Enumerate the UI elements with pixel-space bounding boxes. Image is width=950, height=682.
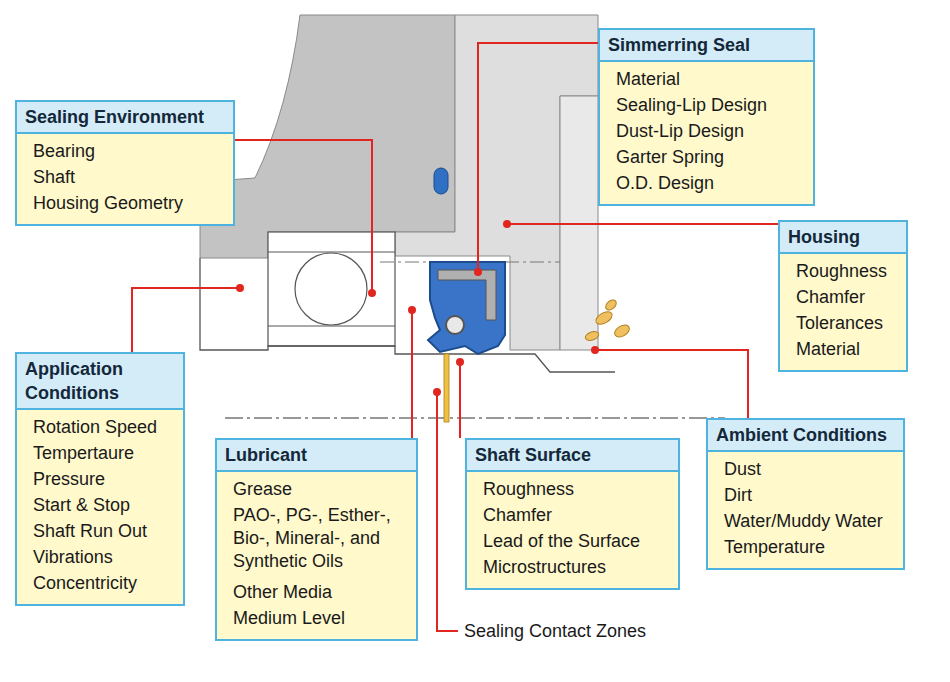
leader-dot — [591, 346, 599, 354]
list-item: Tolerances — [796, 310, 898, 336]
box-body: MaterialSealing-Lip DesignDust-Lip Desig… — [598, 62, 815, 206]
callout-box: HousingRoughnessChamferTolerancesMateria… — [778, 220, 908, 372]
list-item: Material — [796, 336, 898, 362]
leader-line — [595, 350, 748, 418]
list-item: Pressure — [33, 466, 175, 492]
callout-box: Shaft SurfaceRoughnessChamferLead of the… — [465, 438, 680, 590]
center-line — [225, 417, 725, 418]
leader-line — [411, 310, 413, 438]
list-item: Temperature — [724, 534, 895, 560]
leader-line — [459, 362, 461, 438]
list-item: Bearing — [33, 138, 225, 164]
list-item: Chamfer — [796, 284, 898, 310]
list-item: Housing Geometry — [33, 190, 225, 216]
box-heading: Ambient Conditions — [706, 418, 905, 452]
list-item: Start & Stop — [33, 492, 175, 518]
leader-dot — [474, 268, 482, 276]
callout-box: Sealing EnvironmentBearingShaftHousing G… — [15, 100, 235, 226]
callout-label: Sealing Contact Zones — [462, 620, 648, 642]
leader-line — [437, 392, 458, 631]
list-item: Material — [616, 66, 805, 92]
dust-particle — [604, 298, 618, 312]
box-body: GreasePAO-, PG-, Esther-, Bio-, Mineral-… — [215, 472, 418, 641]
list-item: Chamfer — [483, 502, 670, 528]
leader-line — [507, 223, 778, 225]
list-item: PAO-, PG-, Esther-, Bio-, Mineral-, and … — [233, 504, 408, 573]
list-item: Dust-Lip Design — [616, 118, 805, 144]
list-item: Dirt — [724, 482, 895, 508]
list-item: Shaft — [33, 164, 225, 190]
list-item: Other Media — [233, 579, 408, 605]
list-item: Garter Spring — [616, 144, 805, 170]
garter-spring — [446, 316, 464, 334]
leader-dot — [368, 289, 376, 297]
leader-line — [132, 288, 240, 352]
list-item: Shaft Run Out — [33, 518, 175, 544]
leader-dot — [433, 388, 441, 396]
list-item: Roughness — [796, 258, 898, 284]
list-item: Rotation Speed — [33, 414, 175, 440]
housing — [200, 15, 455, 258]
dust-particle — [584, 330, 600, 342]
simmerring-seal — [428, 262, 505, 354]
box-body: RoughnessChamferLead of the SurfaceMicro… — [465, 472, 680, 590]
list-item: Water/Muddy Water — [724, 508, 895, 534]
leader-dot — [503, 220, 511, 228]
list-item: Concentricity — [33, 570, 175, 596]
o-ring — [434, 168, 448, 194]
box-body: BearingShaftHousing Geometry — [15, 134, 235, 226]
box-heading: Simmerring Seal — [598, 28, 815, 62]
list-item: Roughness — [483, 476, 670, 502]
list-item: Grease — [233, 476, 408, 502]
seal-carrier — [395, 15, 598, 350]
list-item: Dust — [724, 456, 895, 482]
box-body: RoughnessChamferTolerancesMaterial — [778, 254, 908, 372]
dust-particle — [594, 309, 615, 327]
box-heading: Sealing Environment — [15, 100, 235, 134]
list-item: Tempertaure — [33, 440, 175, 466]
seal-insert — [438, 270, 496, 320]
box-heading: Housing — [778, 220, 908, 254]
box-heading: Shaft Surface — [465, 438, 680, 472]
list-item: Microstructures — [483, 554, 670, 580]
box-body: Rotation SpeedTempertaurePressureStart &… — [15, 410, 185, 606]
list-item: Sealing-Lip Design — [616, 92, 805, 118]
leader-dot — [236, 284, 244, 292]
callout-box: Ambient ConditionsDustDirtWater/Muddy Wa… — [706, 418, 905, 570]
box-body: DustDirtWater/Muddy WaterTemperature — [706, 452, 905, 570]
bearing — [268, 232, 395, 346]
leader-line — [235, 140, 372, 293]
list-item: Lead of the Surface — [483, 528, 670, 554]
list-item: Vibrations — [33, 544, 175, 570]
shaft — [200, 258, 615, 372]
leader-line — [478, 43, 598, 272]
callout-box: Application ConditionsRotation SpeedTemp… — [15, 352, 185, 606]
callout-box: LubricantGreasePAO-, PG-, Esther-, Bio-,… — [215, 438, 418, 641]
box-heading: Lubricant — [215, 438, 418, 472]
callout-box: Simmerring SealMaterialSealing-Lip Desig… — [598, 28, 815, 206]
contact-zone-marker — [444, 354, 449, 422]
leader-dot — [456, 358, 464, 366]
dust-particle — [613, 323, 632, 340]
leader-dot — [408, 306, 416, 314]
box-heading: Application Conditions — [15, 352, 185, 410]
bearing-ball — [295, 253, 367, 325]
list-item: O.D. Design — [616, 170, 805, 196]
list-item: Medium Level — [233, 605, 408, 631]
